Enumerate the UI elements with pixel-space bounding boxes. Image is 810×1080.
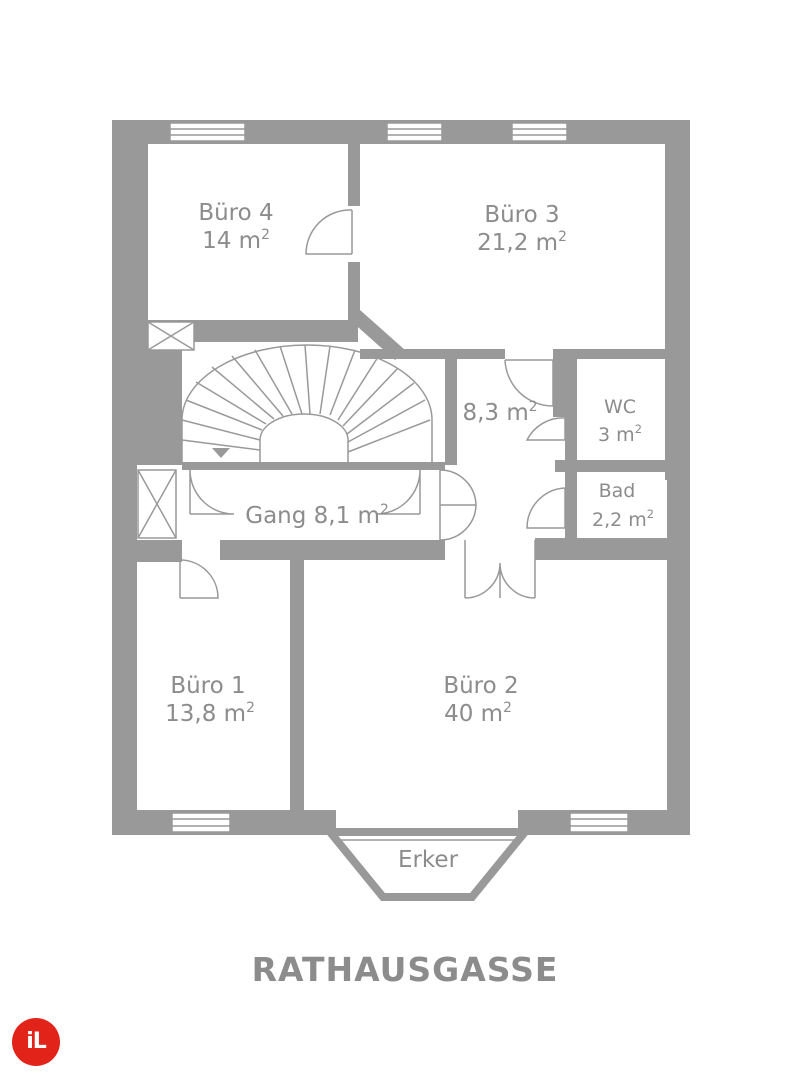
door-wc (525, 417, 566, 441)
door-gang-left (189, 469, 235, 515)
door-buero2 (464, 540, 536, 599)
window-buero4 (169, 122, 246, 142)
room-area-buero1: 13,8 m2 (165, 700, 255, 727)
exterior-walls (112, 120, 690, 835)
room-name-buero4: Büro 4 (198, 200, 273, 226)
doors (179, 209, 566, 599)
room-area-buero4: 14 m2 (202, 227, 270, 254)
interior-walls (137, 144, 667, 810)
door-gang-vorraum (439, 469, 477, 541)
room-name-bad: Bad (599, 480, 636, 502)
room-area-vorraum: 8,3 m2 (462, 399, 537, 426)
room-area-buero2: 40 m2 (444, 700, 512, 727)
room-label-gang: Gang 8,1 m2 (245, 502, 388, 529)
door-bad (526, 487, 566, 529)
stair-direction-arrow (212, 448, 230, 458)
door-buero4 (305, 209, 353, 255)
room-area-buero3: 21,2 m2 (477, 229, 567, 256)
door-buero3 (504, 359, 554, 407)
room-name-erker: Erker (398, 847, 459, 873)
windows (169, 122, 629, 833)
door-gang-right (375, 469, 421, 515)
window-buero1 (171, 812, 231, 833)
room-labels: Büro 4 14 m2 Büro 3 21,2 m2 8,3 m2 WC 3 … (165, 200, 654, 873)
door-buero1 (179, 559, 219, 599)
street-name: RATHAUSGASSE (251, 950, 559, 989)
room-name-buero1: Büro 1 (170, 673, 245, 699)
staircase (181, 344, 433, 462)
window-buero3-right (511, 122, 568, 142)
bay-window-erker (321, 808, 534, 901)
window-buero2-right (569, 812, 629, 833)
brand-logo: iL (12, 1018, 60, 1066)
room-name-wc: WC (604, 396, 636, 418)
room-name-buero2: Büro 2 (443, 673, 518, 699)
room-name-buero3: Büro 3 (484, 202, 559, 228)
room-area-wc: 3 m2 (598, 422, 642, 446)
shafts (137, 321, 195, 539)
window-buero3-left (386, 122, 443, 142)
room-area-bad: 2,2 m2 (592, 507, 654, 531)
